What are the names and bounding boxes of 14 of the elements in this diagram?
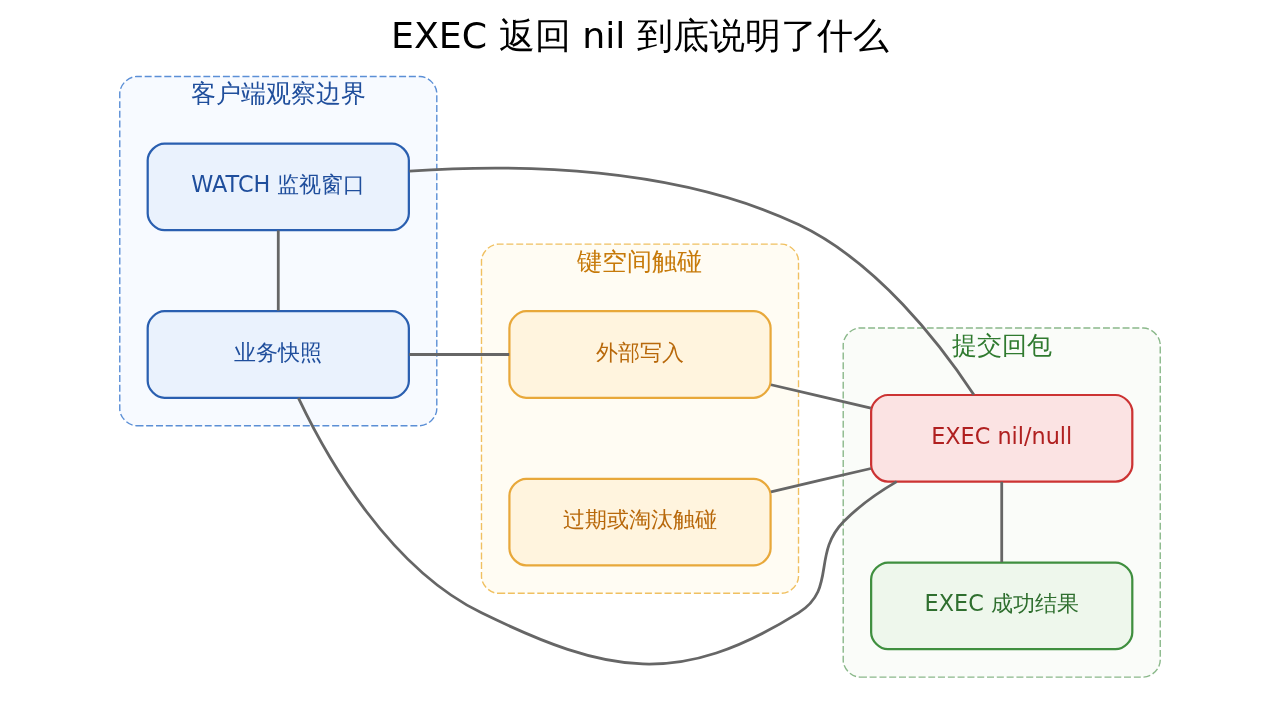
node-box: WATCH 监视窗口 xyxy=(146,142,410,232)
node-box: 外部写入 xyxy=(508,310,772,399)
connector xyxy=(409,166,975,396)
node-box: 过期或淘汰触碰 xyxy=(508,477,772,567)
connector xyxy=(770,383,872,410)
node-box: 业务快照 xyxy=(146,310,410,399)
connector xyxy=(276,230,280,311)
connector xyxy=(409,353,510,356)
connector xyxy=(297,397,898,666)
connector xyxy=(1000,481,1004,562)
node-box: EXEC 成功结果 xyxy=(870,561,1134,651)
node-box: EXEC nil/null xyxy=(870,393,1134,483)
diagram-title: EXEC 返回 nil 到底说明了什么 xyxy=(391,14,889,58)
connector xyxy=(770,467,872,494)
